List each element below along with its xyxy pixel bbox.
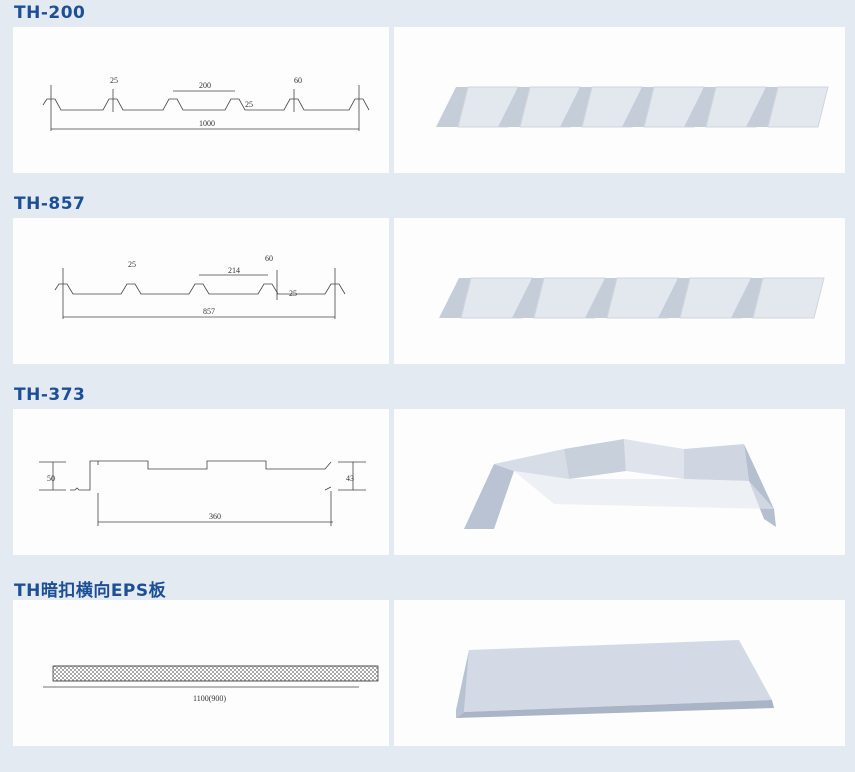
dim-pitch: 200 xyxy=(199,81,211,90)
profile-line xyxy=(70,460,332,491)
section-title-th200: TH-200 xyxy=(14,3,86,23)
dim-rib: 25 xyxy=(110,76,118,85)
dim-width: 1100(900) xyxy=(193,694,226,703)
th373-profile-drawing: 50 43 360 xyxy=(13,409,389,555)
dim-height: 25 xyxy=(289,289,297,298)
th857-product-image xyxy=(394,218,845,364)
dim-width: 360 xyxy=(209,512,221,521)
dim-width: 857 xyxy=(203,307,215,316)
dim-top: 60 xyxy=(294,76,302,85)
th373-product-image xyxy=(394,409,845,555)
th857-profile-drawing: 25 214 60 25 857 xyxy=(13,218,389,364)
dim-pitch: 214 xyxy=(228,266,240,275)
eps-product-image xyxy=(394,600,845,746)
profile-line xyxy=(54,283,346,295)
dim-top: 60 xyxy=(265,254,273,263)
eps-profile-drawing: 1100(900) xyxy=(13,600,389,746)
sheet-pan xyxy=(752,277,825,319)
eps-core-hatch xyxy=(52,665,379,682)
section-title-th373: TH-373 xyxy=(14,385,86,405)
profile-line xyxy=(42,98,370,111)
th200-profile-drawing: 25 200 60 25 1000 xyxy=(13,27,389,173)
section-title-eps: TH暗扣横向EPS板 xyxy=(14,581,167,601)
th200-product-image xyxy=(394,27,845,173)
dim-right-height: 43 xyxy=(346,474,354,483)
dim-width: 1000 xyxy=(199,119,215,128)
dim-left-height: 50 xyxy=(47,474,55,483)
section-title-th857: TH-857 xyxy=(14,194,86,214)
dim-rib: 25 xyxy=(128,260,136,269)
sheet-pan xyxy=(767,86,829,128)
dim-height: 25 xyxy=(245,100,253,109)
